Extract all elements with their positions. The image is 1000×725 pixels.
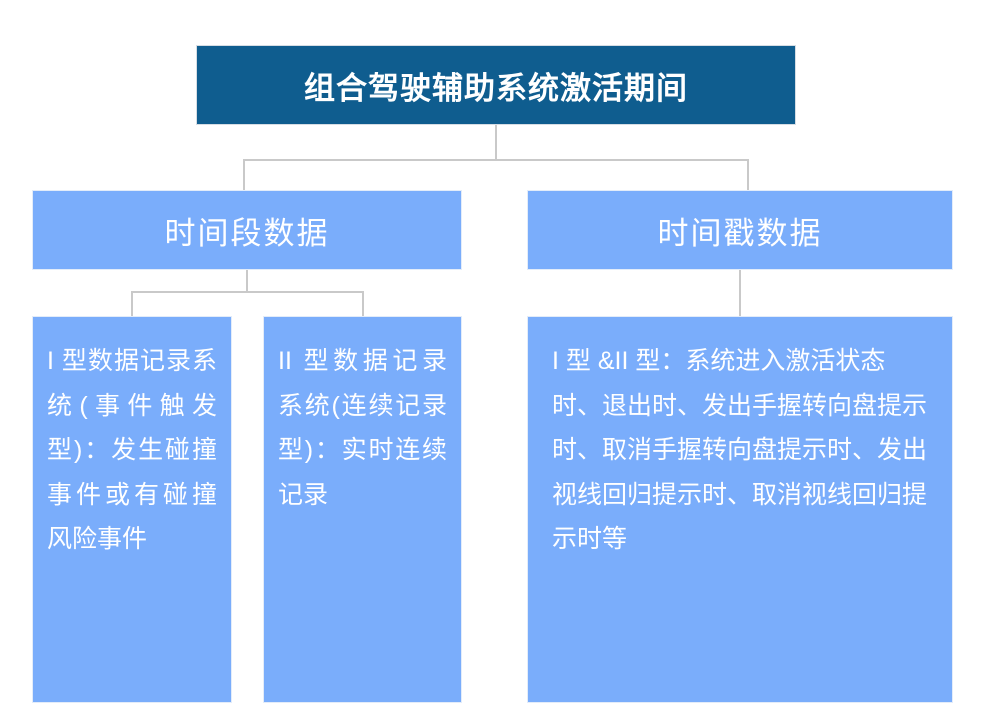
leaf-node-type1-recorder: I 型数据记录系统(事件触发型)：发生碰撞事件或有碰撞风险事件 xyxy=(32,316,232,703)
connector-root-to-period xyxy=(243,159,245,190)
leaf-node-type2-text: II 型数据记录系统(连续记录型)：实时连续记录 xyxy=(278,347,447,509)
connector-root-horizontal xyxy=(243,159,749,161)
leaf-node-type1-and-type2-timestamps: I 型 &II 型：系统进入激活状态时、退出时、发出手握转向盘提示时、取消手握转… xyxy=(527,316,953,703)
connector-period-to-type1 xyxy=(131,291,133,316)
connector-timestamp-to-leaf xyxy=(739,270,741,316)
branch-node-period-data: 时间段数据 xyxy=(32,190,462,270)
root-node-activation-period: 组合驾驶辅助系统激活期间 xyxy=(196,45,796,125)
connector-root-stem xyxy=(495,125,497,161)
leaf-node-type1-and-type2-text: I 型 &II 型：系统进入激活状态时、退出时、发出手握转向盘提示时、取消手握转… xyxy=(552,347,928,553)
connector-period-stem xyxy=(246,270,248,293)
branch-node-timestamp-data: 时间戳数据 xyxy=(527,190,953,270)
connector-root-to-timestamp xyxy=(747,159,749,190)
connector-period-horizontal xyxy=(131,291,364,293)
connector-period-to-type2 xyxy=(362,291,364,316)
leaf-node-type2-recorder: II 型数据记录系统(连续记录型)：实时连续记录 xyxy=(263,316,462,703)
leaf-node-type1-text: I 型数据记录系统(事件触发型)：发生碰撞事件或有碰撞风险事件 xyxy=(47,347,217,553)
